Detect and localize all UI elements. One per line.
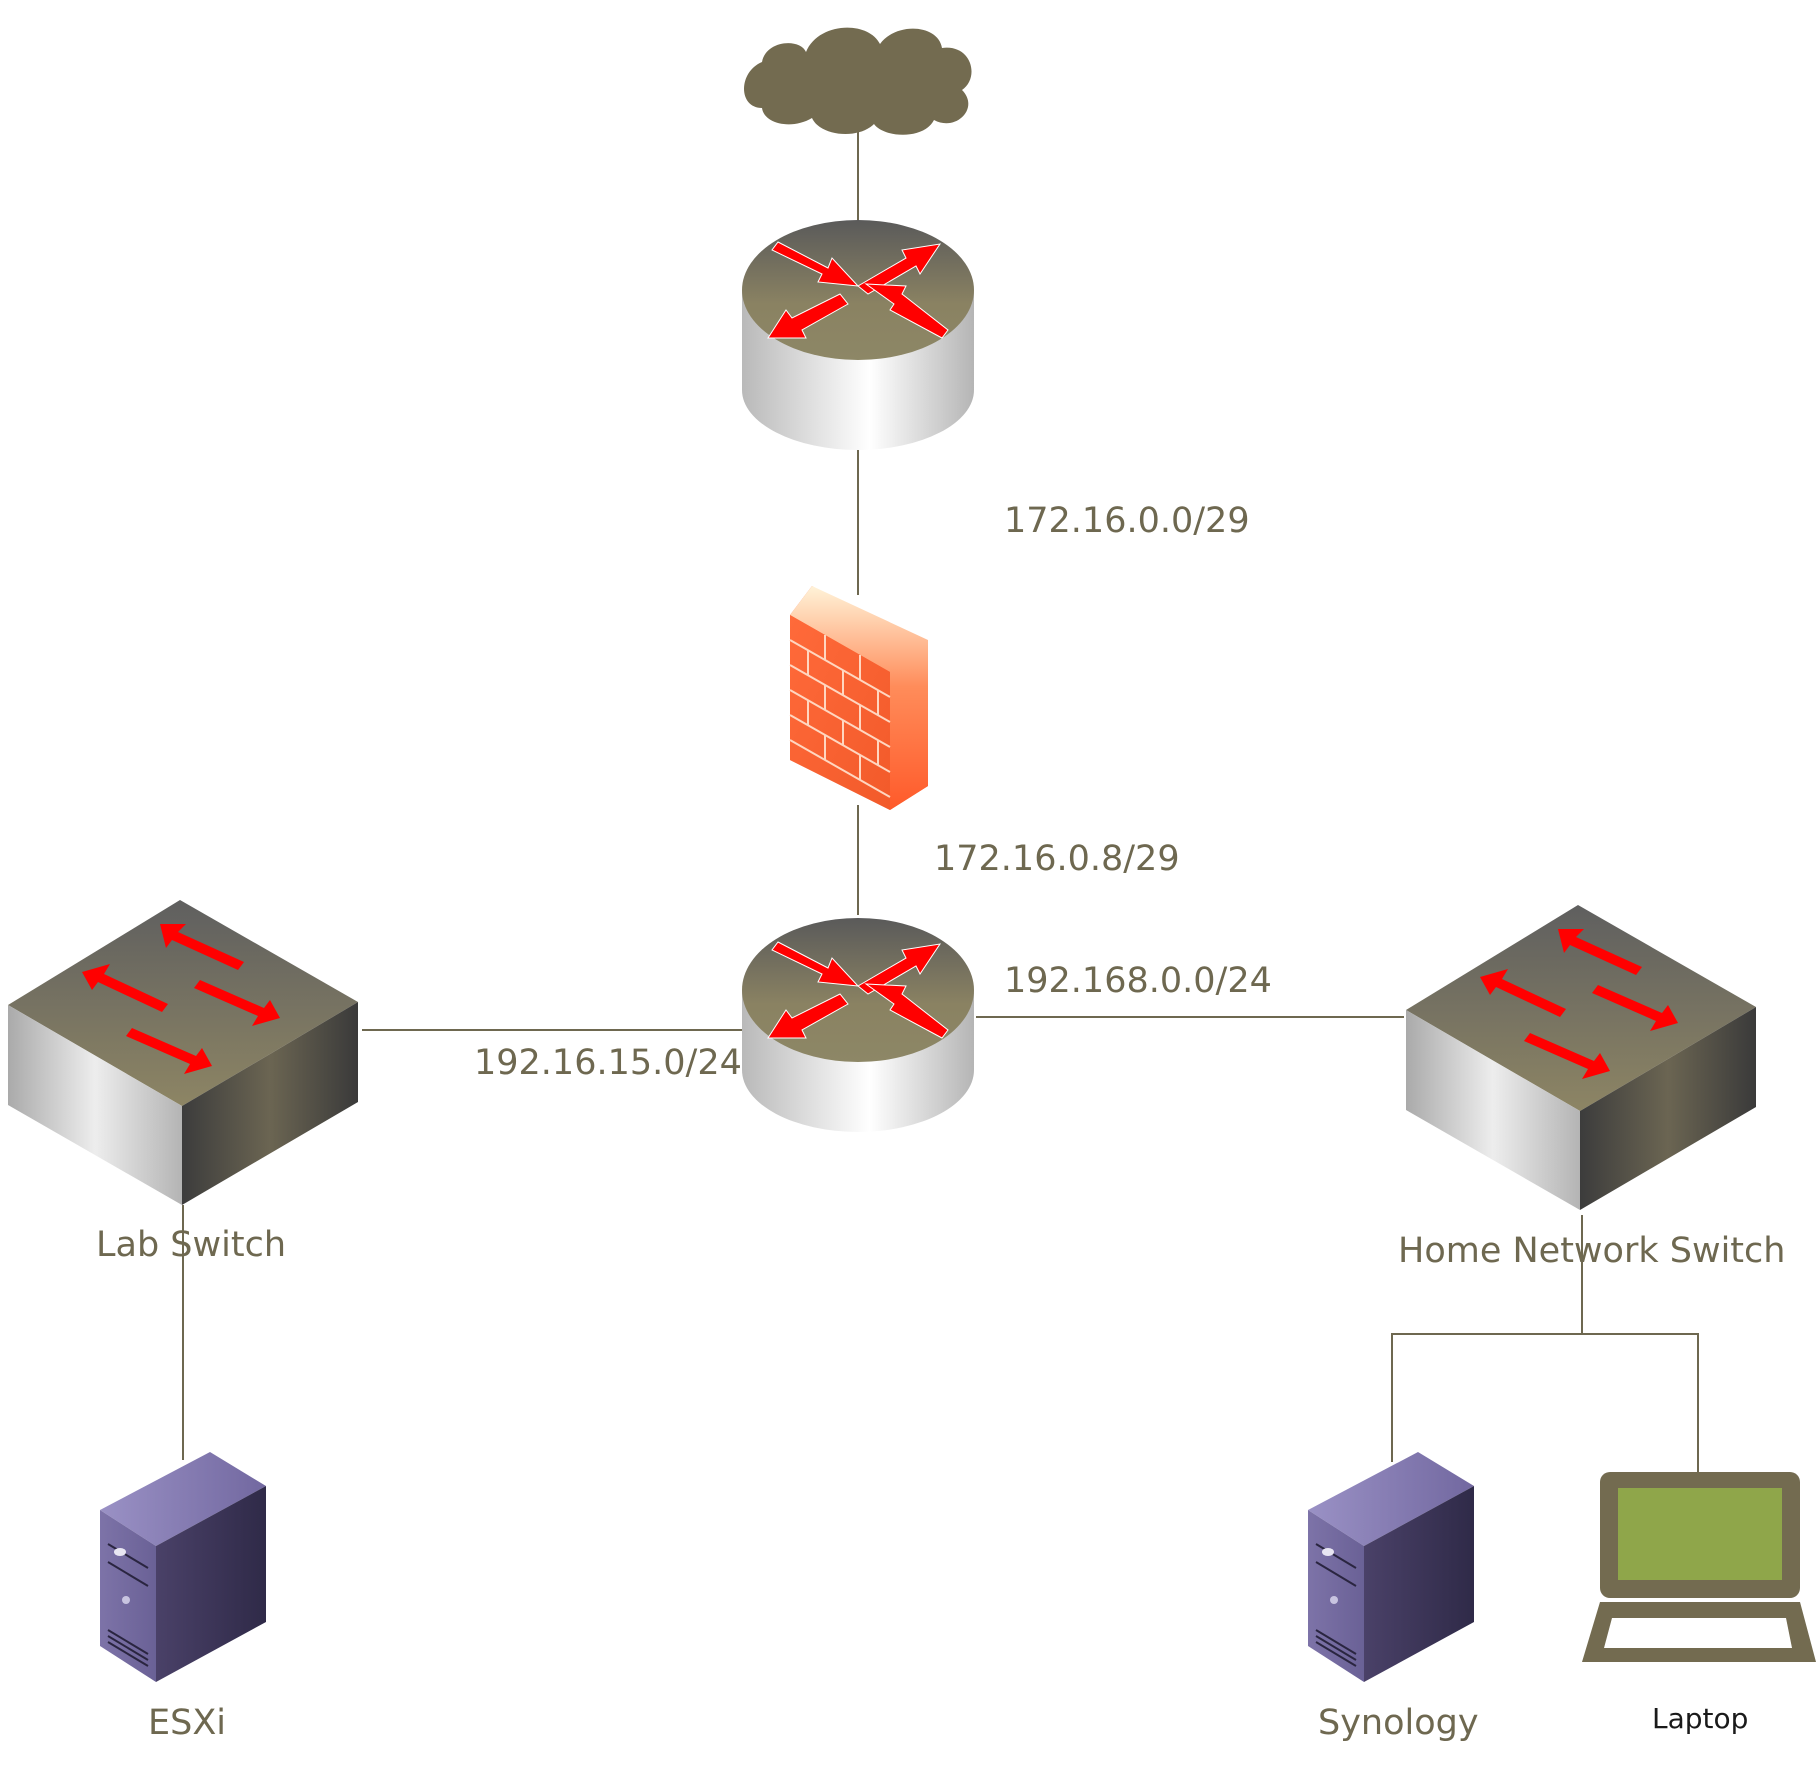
fw-subnet-label: 172.16.0.8/29 <box>934 839 1180 879</box>
home-subnet-label: 192.168.0.0/24 <box>1004 961 1272 1001</box>
switch-arrows-icon <box>82 924 280 1074</box>
router-arrows-icon <box>767 241 949 339</box>
router-icon <box>742 220 974 450</box>
firewall-icon <box>789 586 928 810</box>
wan-subnet-label: 172.16.0.0/29 <box>1004 501 1250 541</box>
switch-icon <box>8 900 358 1205</box>
lab-subnet-label: 192.16.15.0/24 <box>474 1043 742 1083</box>
switch-arrows-icon <box>1480 929 1678 1079</box>
server-icon <box>1308 1452 1474 1682</box>
lab-switch-label: Lab Switch <box>96 1225 286 1265</box>
esxi-label: ESXi <box>148 1703 226 1743</box>
wire-home-bus <box>1391 1333 1699 1476</box>
switch-icon <box>1406 905 1756 1210</box>
cloud-icon <box>744 27 972 135</box>
router-icon <box>742 918 974 1132</box>
home-switch-label: Home Network Switch <box>1398 1231 1785 1271</box>
router-arrows-icon <box>767 941 949 1039</box>
synology-label: Synology <box>1318 1703 1479 1743</box>
labels: 172.16.0.0/29 172.16.0.8/29 192.168.0.0/… <box>96 501 1785 1743</box>
server-icon <box>100 1452 266 1682</box>
laptop-label: Laptop <box>1652 1702 1748 1735</box>
laptop-icon <box>1582 1472 1816 1662</box>
